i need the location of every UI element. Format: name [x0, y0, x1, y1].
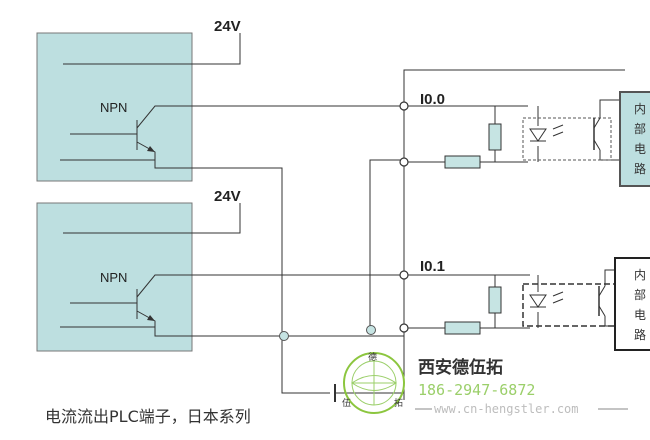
svg-text:内: 内 [634, 102, 646, 116]
svg-text:路: 路 [634, 161, 646, 176]
watermark-website: www.cn-hengstler.com [434, 402, 579, 416]
svg-text:德: 德 [368, 351, 377, 363]
internal-circuit-1-label: 内 部 电 路 [634, 102, 646, 176]
watermark-phone: 186-2947-6872 [418, 381, 535, 399]
terminals [399, 101, 409, 333]
sensor-2-type-label: NPN [100, 270, 127, 285]
internal-circuit-2-label: 内 部 电 路 [634, 268, 646, 342]
svg-text:部: 部 [634, 287, 646, 302]
resistor-1b [444, 155, 481, 169]
watermark-seal: 德 伍 拓 [342, 351, 405, 414]
resistor-2b [444, 321, 481, 335]
input-circuit-1 [404, 99, 620, 163]
sensor-2-emitter-arrow [147, 315, 155, 321]
svg-text:路: 路 [634, 327, 646, 342]
internal-circuit-2 [614, 257, 650, 351]
internal-circuit-1 [619, 91, 650, 187]
svg-text:电: 电 [634, 308, 646, 322]
led-2 [529, 294, 547, 308]
sensor-1-emitter-arrow [147, 146, 155, 152]
sensor-1-type-label: NPN [100, 100, 127, 115]
watermark-company: 西安德伍拓 [418, 357, 503, 378]
sensor-box-1 [36, 32, 193, 182]
sensor-box-2 [36, 202, 193, 352]
svg-text:电: 电 [634, 142, 646, 156]
junction-dot-1 [279, 331, 289, 341]
junction-dot-2 [366, 325, 376, 335]
resistor-1a [488, 123, 502, 151]
input-circuit-2 [404, 269, 615, 329]
caption: 电流流出PLC端子，日本系列 [45, 407, 251, 426]
svg-text:部: 部 [634, 121, 646, 136]
input-label-2: I0.1 [420, 258, 445, 275]
svg-text:伍: 伍 [342, 398, 351, 409]
svg-text:内: 内 [634, 268, 646, 282]
svg-text:拓: 拓 [394, 397, 403, 409]
led-1 [529, 128, 547, 142]
input-label-1: I0.0 [420, 91, 445, 108]
resistor-2a [488, 286, 502, 314]
sensor-2-supply-label: 24V [214, 188, 241, 205]
plc-bus [335, 69, 625, 400]
sensor-1-supply-label: 24V [214, 18, 241, 35]
